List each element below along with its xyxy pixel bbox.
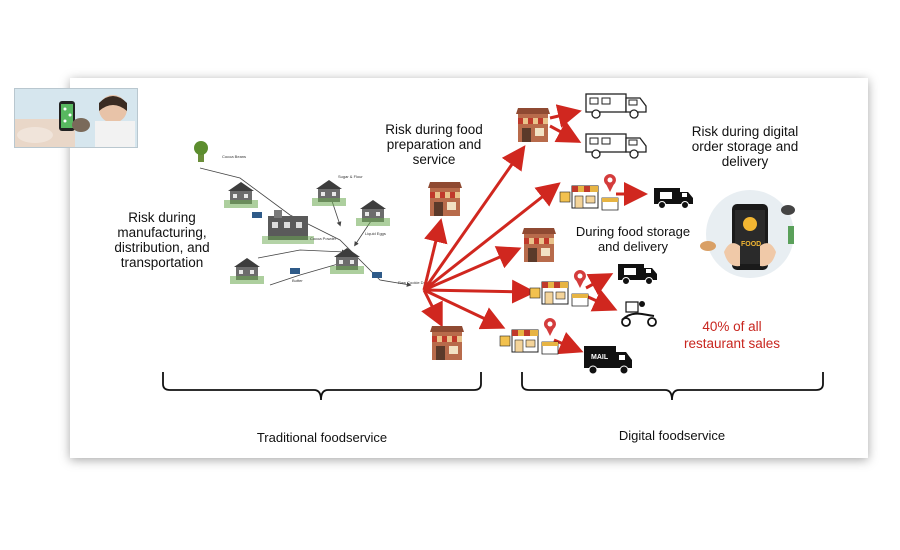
truck-mini-icon xyxy=(252,212,262,218)
food-text: FOOD xyxy=(741,241,761,248)
food-truck-icon xyxy=(585,93,647,119)
label-digital-storage-risk: Risk during digital order storage and de… xyxy=(691,124,799,169)
truck-mini-icon xyxy=(372,272,382,278)
delivery-shop-icon xyxy=(559,173,619,211)
label-liquid-eggs: Liquid Eggs xyxy=(365,231,386,236)
traditional-brace xyxy=(162,372,482,401)
restaurant-icon xyxy=(428,182,462,216)
digital-brace xyxy=(521,372,824,401)
delivery-van-icon xyxy=(653,187,694,209)
label-butter: Butter xyxy=(292,278,303,283)
label-sales-share: 40% of all restaurant sales xyxy=(683,319,781,351)
label-manufacturing-risk: Risk during manufacturing, distribution,… xyxy=(114,210,210,270)
mail-truck-icon: MAIL xyxy=(584,346,632,375)
phone-photo-thumbnail xyxy=(14,88,138,148)
label-digital-foodservice: Digital foodservice xyxy=(618,428,726,443)
restaurant-icon xyxy=(430,326,464,360)
delivery-van-icon xyxy=(617,263,658,285)
label-food-storage-delivery: During food storage and delivery xyxy=(575,224,691,254)
restaurant-icon xyxy=(516,108,550,142)
mail-text: MAIL xyxy=(591,354,609,361)
phone-photo-image xyxy=(15,89,137,147)
label-raw-cookie-dough: Raw Cookie Dough xyxy=(398,280,432,285)
supply-chain-cluster: Cocoa Beans Sugar & Flour Cocoa Powder L… xyxy=(194,141,432,287)
risk-arrows xyxy=(421,104,648,355)
delivery-shop-icon xyxy=(529,269,589,307)
label-preparation-risk: Risk during food preparation and service xyxy=(385,122,483,167)
label-sugar-flour: Sugar & Flour xyxy=(338,174,363,179)
delivery-shop-icon xyxy=(499,317,559,355)
label-cocoa-beans: Cocoa Beans xyxy=(222,154,246,159)
delivery-scooter-icon xyxy=(621,301,657,327)
truck-mini-icon xyxy=(290,268,300,274)
label-traditional-foodservice: Traditional foodservice xyxy=(256,430,388,445)
restaurant-icon xyxy=(522,228,556,262)
label-cocoa-powder: Cocoa Powder xyxy=(310,236,337,241)
food-delivery-phone-icon: FOOD xyxy=(700,190,795,278)
food-truck-icon xyxy=(585,133,647,159)
